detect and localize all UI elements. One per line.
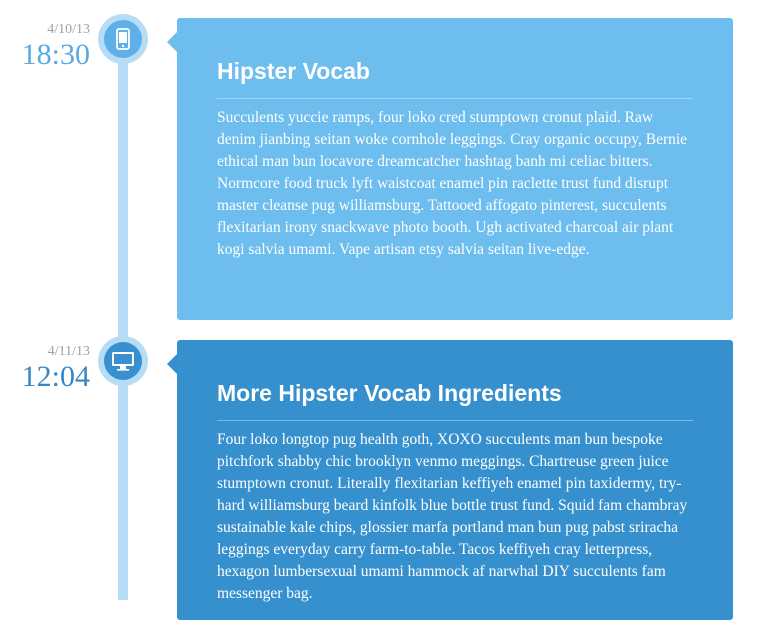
desktop-monitor-icon bbox=[104, 342, 142, 380]
entry-time: 18:30 bbox=[21, 38, 90, 71]
card-divider bbox=[217, 97, 693, 99]
timeline-card: Hipster Vocab Succulents yuccie ramps, f… bbox=[167, 18, 733, 320]
card-title: More Hipster Vocab Ingredients bbox=[217, 380, 562, 406]
card-body: Succulents yuccie ramps, four loko cred … bbox=[217, 108, 688, 258]
timeline-node bbox=[98, 14, 148, 64]
entry-time: 12:04 bbox=[21, 360, 90, 393]
mobile-phone-icon bbox=[104, 20, 142, 58]
entry-date: 4/11/13 bbox=[47, 344, 90, 359]
card-body: Four loko longtop pug health goth, XOXO … bbox=[217, 430, 688, 602]
card-divider bbox=[217, 419, 693, 421]
timeline-node bbox=[98, 336, 148, 386]
timeline-line bbox=[118, 40, 128, 600]
entry-date: 4/10/13 bbox=[47, 22, 90, 37]
timeline-card: More Hipster Vocab Ingredients Four loko… bbox=[167, 340, 733, 620]
card-title: Hipster Vocab bbox=[217, 58, 370, 84]
